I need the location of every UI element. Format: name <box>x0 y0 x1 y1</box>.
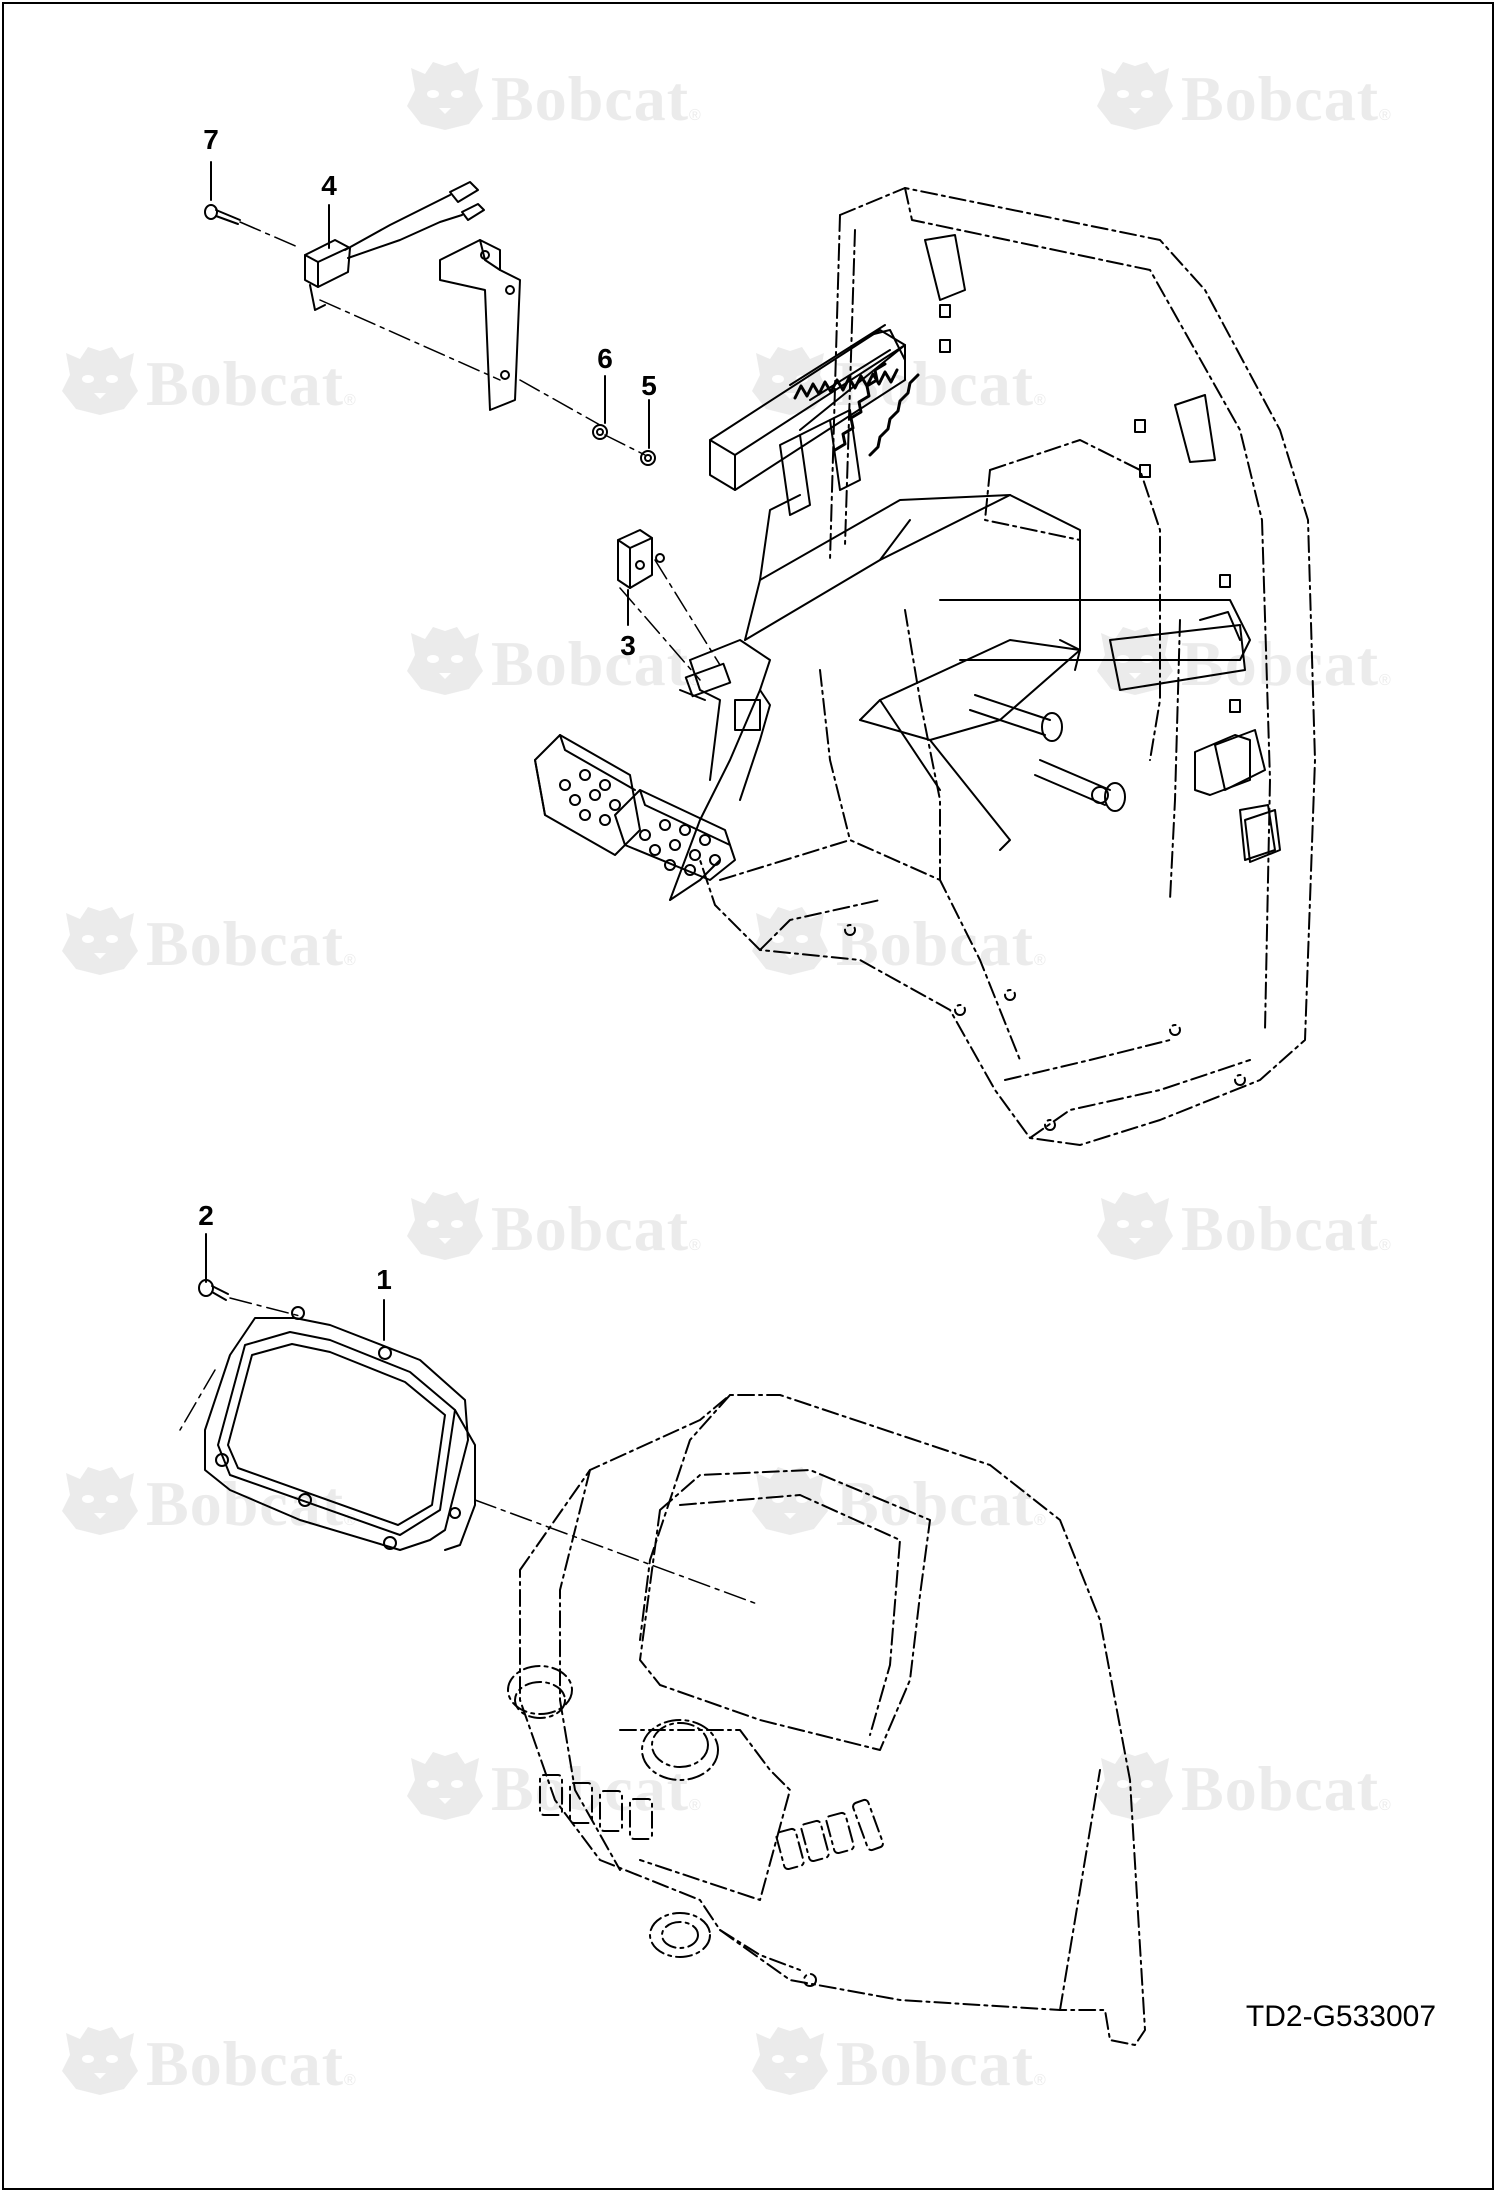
watermark-registered-mark: ® <box>1379 672 1391 689</box>
bobcat-head-logo-icon <box>60 1465 140 1542</box>
watermark-registered-mark: ® <box>344 952 356 969</box>
screw-2 <box>198 1279 229 1301</box>
bobcat-watermark: Bobcat® <box>405 60 701 137</box>
assembly-lines-lower <box>179 1297 761 1606</box>
figure-code: TD2-G533007 <box>1245 2000 1436 2033</box>
watermark-registered-mark: ® <box>1034 1512 1046 1529</box>
screw-7 <box>204 204 241 225</box>
watermark-text: Bobcat <box>836 907 1034 979</box>
panel-frame-solid <box>534 234 1281 901</box>
bobcat-head-logo-icon <box>60 345 140 422</box>
switch-3 <box>617 529 665 589</box>
panel-frame-phantom <box>699 187 1316 1146</box>
bobcat-head-logo-icon <box>750 345 830 422</box>
bobcat-watermark: Bobcat® <box>60 905 356 982</box>
watermark-text: Bobcat <box>491 62 689 134</box>
bobcat-head-logo-icon <box>60 2025 140 2102</box>
dash-console-phantom <box>507 1394 1146 2046</box>
watermark-text: Bobcat <box>491 627 689 699</box>
watermark-text: Bobcat <box>146 907 344 979</box>
watermark-text: Bobcat <box>1181 1752 1379 1824</box>
watermark-registered-mark: ® <box>344 2072 356 2089</box>
bobcat-watermark: Bobcat® <box>1095 60 1391 137</box>
sensor-bracket <box>439 239 521 411</box>
watermark-text: Bobcat <box>491 1752 689 1824</box>
watermark-registered-mark: ® <box>344 1512 356 1529</box>
bobcat-watermark: Bobcat® <box>750 905 1046 982</box>
bobcat-head-logo-icon <box>405 60 485 137</box>
bobcat-watermark: Bobcat® <box>405 625 701 702</box>
watermark-registered-mark: ® <box>1034 392 1046 409</box>
nut-5 <box>640 450 656 466</box>
bobcat-watermark: Bobcat® <box>750 345 1046 422</box>
watermark-registered-mark: ® <box>689 107 701 124</box>
bobcat-watermark: Bobcat® <box>60 345 356 422</box>
bobcat-head-logo-icon <box>405 625 485 702</box>
watermark-registered-mark: ® <box>344 392 356 409</box>
bobcat-head-logo-icon <box>750 2025 830 2102</box>
instrument-cluster <box>204 1306 476 1551</box>
watermark-registered-mark: ® <box>689 672 701 689</box>
watermark-text: Bobcat <box>836 2027 1034 2099</box>
bobcat-watermark: Bobcat® <box>1095 1190 1391 1267</box>
bobcat-head-logo-icon <box>1095 1750 1175 1827</box>
return-springs <box>793 362 920 457</box>
assembly-lines-upper <box>239 221 721 681</box>
bobcat-head-logo-icon <box>405 1750 485 1827</box>
watermark-text: Bobcat <box>146 347 344 419</box>
bobcat-head-logo-icon <box>1095 1190 1175 1267</box>
watermark-registered-mark: ® <box>1379 107 1391 124</box>
watermark-registered-mark: ® <box>689 1797 701 1814</box>
bobcat-watermark: Bobcat® <box>60 2025 356 2102</box>
bobcat-head-logo-icon <box>60 905 140 982</box>
watermark-text: Bobcat <box>491 1192 689 1264</box>
watermark-text: Bobcat <box>1181 627 1379 699</box>
bobcat-watermark: Bobcat® <box>750 2025 1046 2102</box>
watermark-text: Bobcat <box>146 2027 344 2099</box>
bobcat-head-logo-icon <box>750 905 830 982</box>
right-pedal-pad <box>614 789 736 881</box>
watermark-text: Bobcat <box>1181 62 1379 134</box>
bobcat-head-logo-icon <box>1095 60 1175 137</box>
watermark-registered-mark: ® <box>689 1237 701 1254</box>
nut-6 <box>592 424 608 440</box>
callout-3: 3 <box>620 630 636 661</box>
watermark-registered-mark: ® <box>1379 1797 1391 1814</box>
left-pedal-pad <box>534 734 641 856</box>
bobcat-head-logo-icon <box>405 1190 485 1267</box>
sensor-switch <box>304 181 485 311</box>
watermark-registered-mark: ® <box>1034 2072 1046 2089</box>
callout-4: 4 <box>321 170 337 201</box>
bobcat-watermark: Bobcat® <box>1095 1750 1391 1827</box>
callout-1: 1 <box>376 1264 392 1295</box>
bobcat-watermark: Bobcat® <box>405 1750 701 1827</box>
callout-6: 6 <box>597 343 613 374</box>
watermark-text: Bobcat <box>1181 1192 1379 1264</box>
bobcat-watermark: Bobcat® <box>405 1190 701 1267</box>
watermark-registered-mark: ® <box>1034 952 1046 969</box>
callout-5: 5 <box>641 370 657 401</box>
callout-7: 7 <box>203 124 219 155</box>
callout-2: 2 <box>198 1200 214 1231</box>
callout-leaders <box>205 161 650 1341</box>
watermark-registered-mark: ® <box>1379 1237 1391 1254</box>
